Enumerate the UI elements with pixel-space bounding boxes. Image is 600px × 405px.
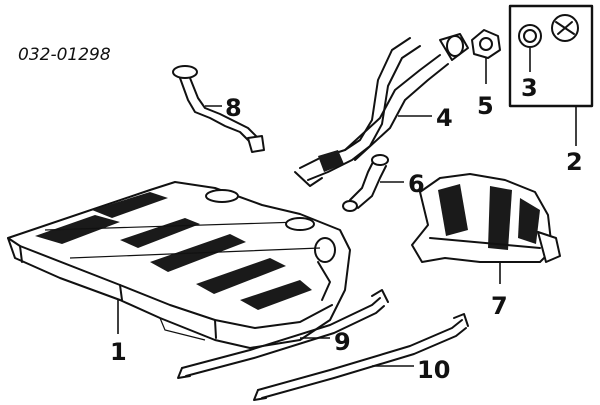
callout-1: 1 bbox=[110, 338, 127, 366]
callout-9: 9 bbox=[334, 328, 351, 356]
callout-7: 7 bbox=[491, 292, 508, 320]
diagram-code: 032-01298 bbox=[18, 45, 111, 65]
callout-3: 3 bbox=[521, 74, 538, 102]
tank-strap-front bbox=[177, 289, 389, 379]
callout-5: 5 bbox=[477, 92, 494, 120]
callout-8: 8 bbox=[225, 94, 242, 122]
heat-shield bbox=[411, 173, 561, 263]
tank-strap-rear bbox=[253, 313, 469, 401]
callout-10: 10 bbox=[417, 356, 450, 384]
vent-pipe bbox=[172, 65, 265, 153]
fuel-tank bbox=[7, 181, 351, 349]
filler-gasket bbox=[471, 29, 501, 59]
filler-cap-group-box bbox=[508, 4, 594, 108]
callout-4: 4 bbox=[436, 104, 453, 132]
filler-pipe bbox=[294, 33, 469, 187]
breather-hose bbox=[342, 154, 389, 212]
callout-2: 2 bbox=[566, 148, 583, 176]
callout-6: 6 bbox=[408, 170, 425, 198]
